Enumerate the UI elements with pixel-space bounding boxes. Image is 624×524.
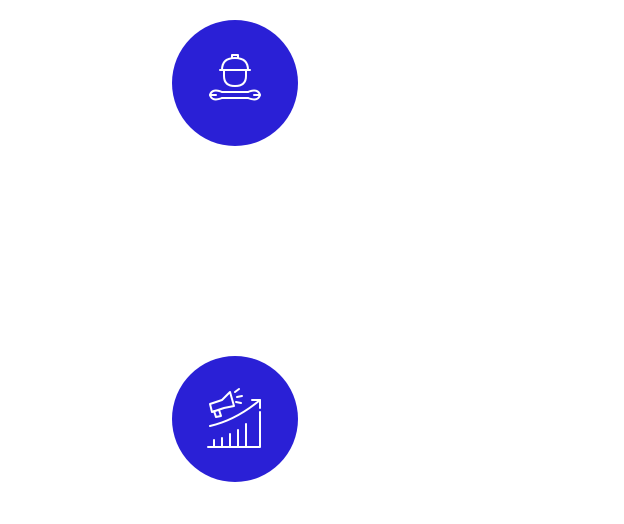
megaphone-growth-chart-icon: [207, 388, 261, 448]
marketing-badge: [172, 356, 298, 482]
engineer-wrench-icon: [209, 54, 261, 101]
maintenance-badge: [172, 20, 298, 146]
